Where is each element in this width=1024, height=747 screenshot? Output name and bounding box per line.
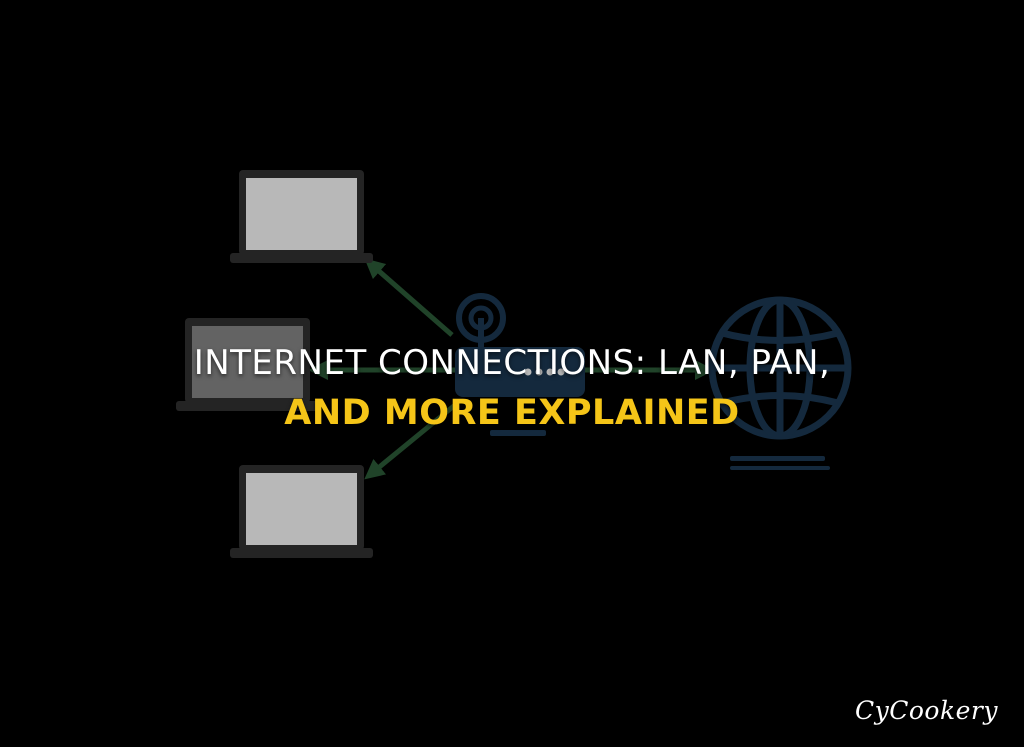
connector-top-laptop — [364, 258, 454, 337]
connector-lines — [308, 258, 715, 480]
headline-line-1: Internet Connections: LAN, PAN, — [193, 343, 831, 383]
laptop-top-icon — [230, 170, 373, 263]
headline: Internet Connections: LAN, PAN, and More… — [0, 338, 1024, 438]
laptop-bottom-icon — [230, 465, 373, 558]
globe-caption-scribble — [730, 456, 830, 470]
globe-icon — [708, 296, 852, 440]
router-icon — [455, 293, 585, 436]
brand-logo: CyCookery — [854, 696, 998, 725]
laptop-middle-icon — [176, 318, 319, 411]
headline-line-2: and More Explained — [284, 393, 740, 433]
connector-bottom-laptop — [364, 403, 457, 480]
